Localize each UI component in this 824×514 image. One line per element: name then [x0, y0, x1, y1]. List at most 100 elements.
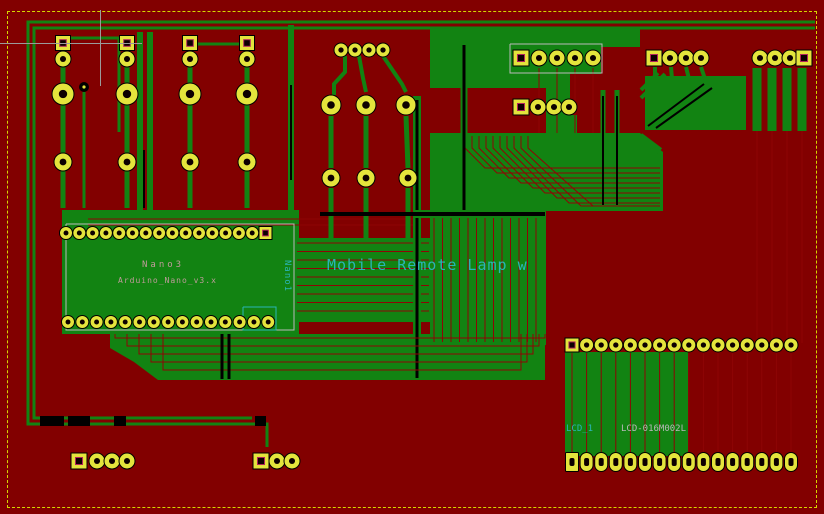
connector-4pin-mid-hole [550, 103, 558, 111]
trace[interactable] [684, 66, 691, 80]
trace[interactable] [126, 334, 540, 347]
zone-conn-block[interactable] [645, 76, 746, 130]
nano-socket-bottom-hole [265, 319, 271, 325]
bottom-left-4pin-hole [108, 457, 116, 465]
trace[interactable] [26, 20, 815, 447]
transistor-pads-top-hole [338, 47, 344, 53]
lcd-header-hole [613, 342, 619, 348]
connector-5pin-hole [535, 54, 543, 62]
fan-route-line[interactable] [471, 136, 660, 174]
bottom-left-4pin-hole [93, 457, 101, 465]
relay-pads-row3-hole [242, 89, 252, 99]
nano-socket-bottom-hole [79, 319, 85, 325]
lcd-bottom-pads-hole [657, 458, 663, 466]
zone-lcd[interactable] [565, 352, 688, 456]
trace[interactable] [138, 334, 534, 355]
nano-socket-bottom-hole [251, 319, 257, 325]
nano-footprint-label: Arduino_Nano_v3.x [118, 276, 217, 285]
relay-pads-row2-hole [123, 55, 131, 63]
nano1-ref-label: Nano1 [282, 260, 292, 293]
lcd-bottom-pads-hole [700, 458, 706, 466]
connector-4pin-right1-hole [682, 54, 690, 62]
nano-socket-bottom-hole [165, 319, 171, 325]
zone-title-band[interactable] [295, 238, 430, 322]
trace[interactable] [381, 54, 408, 93]
nano-socket-top-hole [143, 230, 149, 236]
trace[interactable] [357, 55, 368, 93]
relay-square-pads-hole [186, 39, 194, 47]
nano-socket-top-hole [196, 230, 202, 236]
nano-socket-top-hole [262, 229, 269, 237]
lcd-header-hole [744, 342, 750, 348]
zone-mid-column[interactable] [430, 211, 546, 345]
nano-socket-bottom-hole [222, 319, 228, 325]
relay-pads-row3-hole [58, 89, 68, 99]
fan-route-line[interactable] [478, 136, 660, 179]
trace[interactable] [403, 115, 411, 169]
nano-socket-top-hole [249, 230, 255, 236]
nano-socket-top-hole [90, 230, 96, 236]
relay-pads-row2-hole [59, 55, 67, 63]
lcd-bottom-pads-hole [642, 458, 648, 466]
fan-route-line[interactable] [506, 136, 660, 199]
connector-5pin-hole [571, 54, 579, 62]
driver-pads-low-hole [362, 174, 370, 182]
relay-square-pads-hole [243, 39, 251, 47]
nano-socket-top-hole [236, 230, 242, 236]
nano-socket-top-hole [130, 230, 135, 236]
lcd-bottom-pads-hole [613, 458, 619, 466]
trace[interactable] [509, 43, 603, 74]
nano-socket-top-hole [223, 230, 229, 236]
trace[interactable] [332, 56, 347, 95]
trace[interactable] [655, 87, 713, 129]
fan-route-line[interactable] [527, 136, 660, 207]
zone-staircase[interactable] [110, 334, 545, 380]
nano-socket-top-hole [76, 230, 82, 236]
lcd-bottom-pads-hole [598, 458, 604, 466]
fan-route-line[interactable] [492, 136, 660, 189]
trace[interactable] [114, 334, 546, 339]
lcd-ref-label: LCD_1 [566, 424, 594, 434]
zone-nano[interactable] [62, 210, 299, 334]
connector-4pin-right2-hole [786, 54, 794, 62]
driver-pads-mid-hole [402, 101, 410, 109]
trace[interactable] [639, 71, 660, 92]
nano-socket-bottom-hole [94, 319, 100, 325]
lcd-bottom-pads-hole [715, 458, 721, 466]
board-title-label: Mobile Remote Lamp w [327, 256, 528, 274]
connector-4pin-right2-hole [799, 53, 809, 63]
lcd-header-hole [671, 342, 677, 348]
lcd-bottom-pads-hole [584, 458, 590, 466]
trace[interactable] [162, 334, 522, 371]
driver-pads-mid-hole [327, 101, 335, 109]
nano-socket-top-hole [103, 230, 109, 236]
trace[interactable] [150, 334, 528, 363]
trace[interactable] [699, 66, 707, 80]
relay-pads-row2-hole [243, 55, 251, 63]
bottom-left-3pin-hole [256, 456, 266, 466]
relay-pads-row4-hole [59, 158, 67, 166]
nano-socket-top-hole [169, 230, 175, 236]
trace[interactable] [637, 133, 663, 154]
lcd-bottom-pads-hole [744, 458, 750, 466]
nano-socket-bottom-hole [208, 319, 214, 325]
nano-socket-top-hole [156, 230, 162, 236]
connector-4pin-mid-hole [516, 102, 526, 112]
nano-socket-bottom-hole [108, 319, 114, 325]
relay-pads-row4-hole [186, 158, 194, 166]
fan-route-line[interactable] [513, 136, 660, 204]
bottom-left-4pin-hole [74, 456, 84, 466]
connector-4pin-mid-hole [565, 103, 573, 111]
trace[interactable] [639, 72, 667, 100]
lcd-header-hole [759, 342, 765, 348]
trace[interactable] [65, 223, 295, 331]
driver-pads-low-hole [327, 174, 335, 182]
nano-socket-bottom-hole [179, 319, 185, 325]
lcd-header-hole [642, 342, 648, 348]
trace[interactable] [71, 36, 121, 132]
fan-route-line[interactable] [485, 136, 660, 184]
trace[interactable] [669, 66, 674, 80]
lcd-bottom-pads-hole [759, 458, 765, 466]
trace[interactable] [647, 83, 705, 127]
